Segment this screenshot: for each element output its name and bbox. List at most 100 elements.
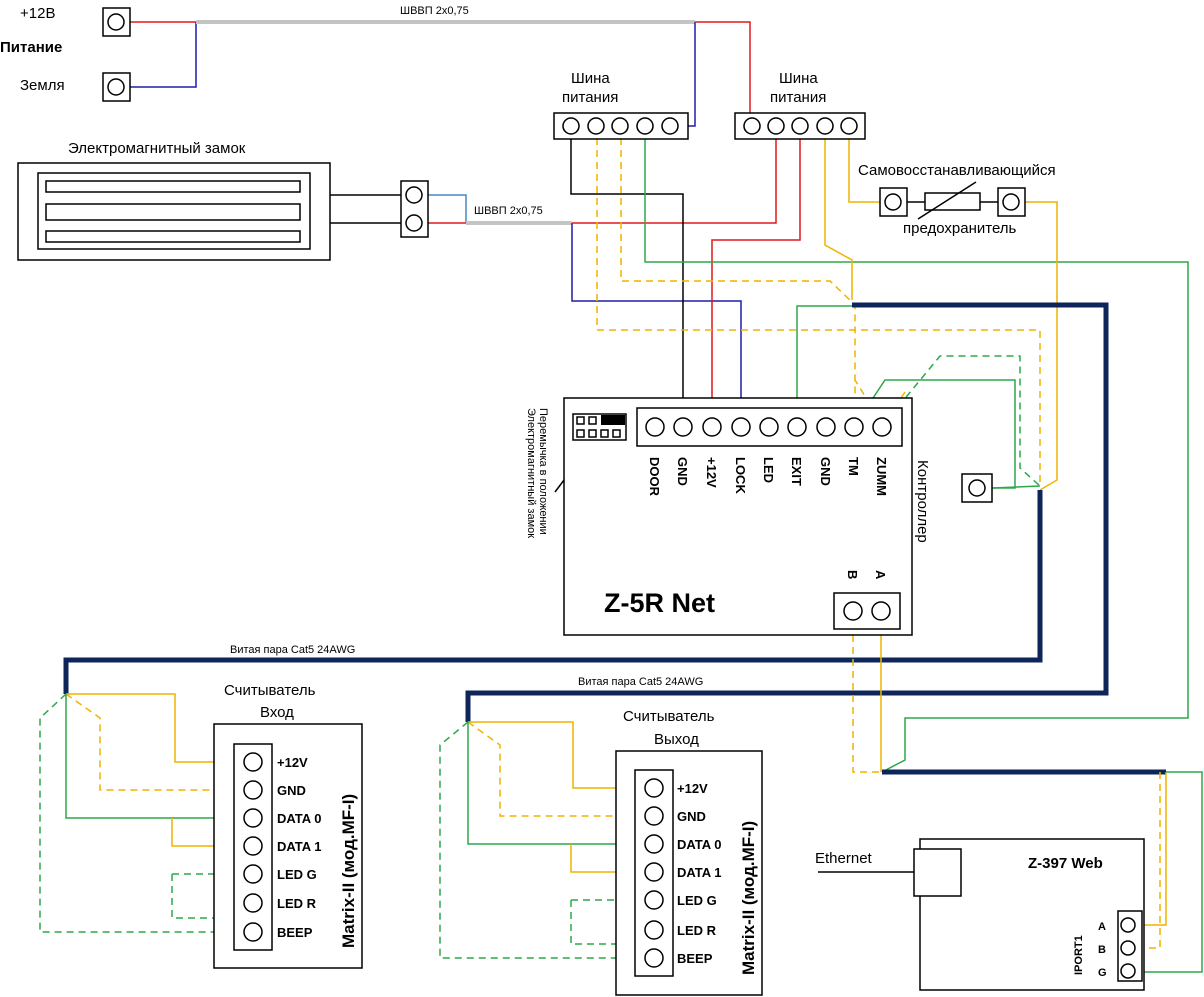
reader-in-title-2: Вход: [260, 704, 294, 721]
cat5-label-1: Витая пара Cat5 24AWG: [230, 644, 355, 656]
fuse-screw-icon: [884, 193, 902, 211]
controller-screw-icon: [843, 601, 863, 621]
power-label: Питание: [0, 39, 62, 56]
fuse-label-1: Самовосстанавливающийся: [858, 162, 1056, 179]
controller-screw-icon: [816, 417, 836, 437]
ground-label: Земля: [20, 77, 65, 94]
fuse: Самовосстанавливающийся предохранитель: [858, 162, 1056, 237]
reader-in-pin: DATA 0: [277, 811, 322, 826]
jumper-pin-icon: [576, 429, 585, 438]
reader-in-screw-icon: [243, 752, 263, 772]
reader-out-screw-icon: [644, 778, 664, 798]
exit-button-screw-icon: [968, 479, 986, 497]
jumper-pin-icon: [576, 416, 585, 425]
electromagnetic-lock: Электромагнитный замок ШВВП 2х0,75: [17, 140, 543, 261]
lock-title: Электромагнитный замок: [68, 140, 246, 157]
exit-button: [961, 473, 993, 503]
controller-screw-icon: [871, 601, 891, 621]
reader-in-title-1: Считыватель: [224, 682, 316, 699]
reader-out-title-1: Считыватель: [623, 708, 715, 725]
z397-name: Z-397 Web: [1028, 855, 1103, 872]
bus-right-title-1: Шина: [779, 70, 818, 87]
controller-pin-exit: EXIT: [789, 457, 804, 486]
iport-screw-icon: [1120, 963, 1136, 979]
controller-name: Z-5R Net: [604, 588, 715, 618]
iport-pin-g: G: [1098, 967, 1107, 979]
reader-out: Считыватель Выход +12V GND DATA 0 DATA 1…: [615, 708, 763, 996]
controller-pin-tm: TM: [846, 457, 861, 476]
reader-in-screw-icon: [243, 808, 263, 828]
ground-screw-icon: [107, 78, 125, 96]
bus-right-screw-icon: [791, 117, 809, 135]
controller-pin-gnd2: GND: [818, 457, 833, 486]
reader-in-screw-icon: [243, 864, 263, 884]
controller-screw-icon: [731, 417, 751, 437]
bus-left-title-2: питания: [562, 89, 618, 106]
reader-out-model: Matrix-II (мод.MF-I): [739, 821, 758, 975]
reader-in-pin: LED G: [277, 867, 317, 882]
controller-port-b-label: B: [845, 570, 860, 579]
jumper-pin-icon: [612, 429, 621, 438]
iport-label: IPORT1: [1073, 935, 1085, 975]
fuse-element-icon: [924, 192, 981, 211]
cat5-label-2: Витая пара Cat5 24AWG: [578, 676, 703, 688]
controller-screw-icon: [759, 417, 779, 437]
bus-left-screw-icon: [587, 117, 605, 135]
reader-in-screw-icon: [243, 780, 263, 800]
fuse-screw-icon: [1002, 193, 1020, 211]
bus-right-screw-icon: [816, 117, 834, 135]
top-cable-label: ШВВП 2х0,75: [400, 5, 469, 17]
jumper-cap-icon: [601, 415, 625, 425]
power-source: +12В Питание Земля ШВВП 2х0,75: [0, 5, 469, 102]
jumper-pin-icon: [588, 416, 597, 425]
controller-screw-icon: [673, 417, 693, 437]
controller-pin-12v: +12V: [704, 457, 719, 488]
reader-out-pin: LED G: [677, 893, 717, 908]
fuse-label-2: предохранитель: [903, 220, 1017, 237]
reader-in-screw-icon: [243, 893, 263, 913]
controller-port-a-label: A: [873, 570, 888, 580]
bus-right: Шина питания: [734, 70, 866, 140]
bus-right-screw-icon: [767, 117, 785, 135]
jumper-label-2: Электромагнитный замок: [525, 408, 537, 538]
bus-left-title-1: Шина: [571, 70, 610, 87]
z397-web: Ethernet Z-397 Web IPORT1 A B G: [815, 838, 1145, 991]
controller-pin-zumm: ZUMM: [874, 457, 889, 496]
bus-right-screw-icon: [743, 117, 761, 135]
bus-right-screw-icon: [840, 117, 858, 135]
reader-out-screw-icon: [644, 920, 664, 940]
jumper-label-1: Перемычка в положении: [537, 408, 549, 535]
reader-in: Считыватель Вход +12V GND DATA 0 DATA 1 …: [213, 682, 363, 969]
controller-screw-icon: [645, 417, 665, 437]
iport-pin-b: B: [1098, 944, 1106, 956]
reader-out-screw-icon: [644, 890, 664, 910]
reader-out-pin: DATA 1: [677, 865, 722, 880]
reader-out-screw-icon: [644, 834, 664, 854]
reader-in-pin: DATA 1: [277, 839, 322, 854]
reader-out-pin: BEEP: [677, 951, 713, 966]
bus-left: Шина питания: [553, 70, 689, 140]
reader-out-screw-icon: [644, 806, 664, 826]
bus-right-title-2: питания: [770, 89, 826, 106]
wires: [39, 20, 1203, 973]
iport-screw-icon: [1120, 940, 1136, 956]
plus12-screw-icon: [107, 13, 125, 31]
reader-in-pin: GND: [277, 783, 306, 798]
bus-left-screw-icon: [611, 117, 629, 135]
controller-pin-led: LED: [761, 457, 776, 483]
lock-screw-icon: [405, 186, 423, 204]
reader-out-pin: +12V: [677, 781, 708, 796]
reader-out-title-2: Выход: [654, 731, 699, 748]
reader-in-screw-icon: [243, 836, 263, 856]
controller-screw-icon: [787, 417, 807, 437]
controller: DOOR GND +12V LOCK LED EXIT GND TM ZUMM …: [525, 397, 931, 636]
controller-side-label: Контроллер: [914, 460, 931, 543]
reader-in-pin: +12V: [277, 755, 308, 770]
reader-out-pin: LED R: [677, 923, 717, 938]
lock-bar-icon: [45, 230, 301, 243]
controller-pin-lock: LOCK: [733, 457, 748, 494]
reader-in-pin: LED R: [277, 896, 317, 911]
lock-cable-label: ШВВП 2х0,75: [474, 205, 543, 217]
jumper-pin-icon: [588, 429, 597, 438]
